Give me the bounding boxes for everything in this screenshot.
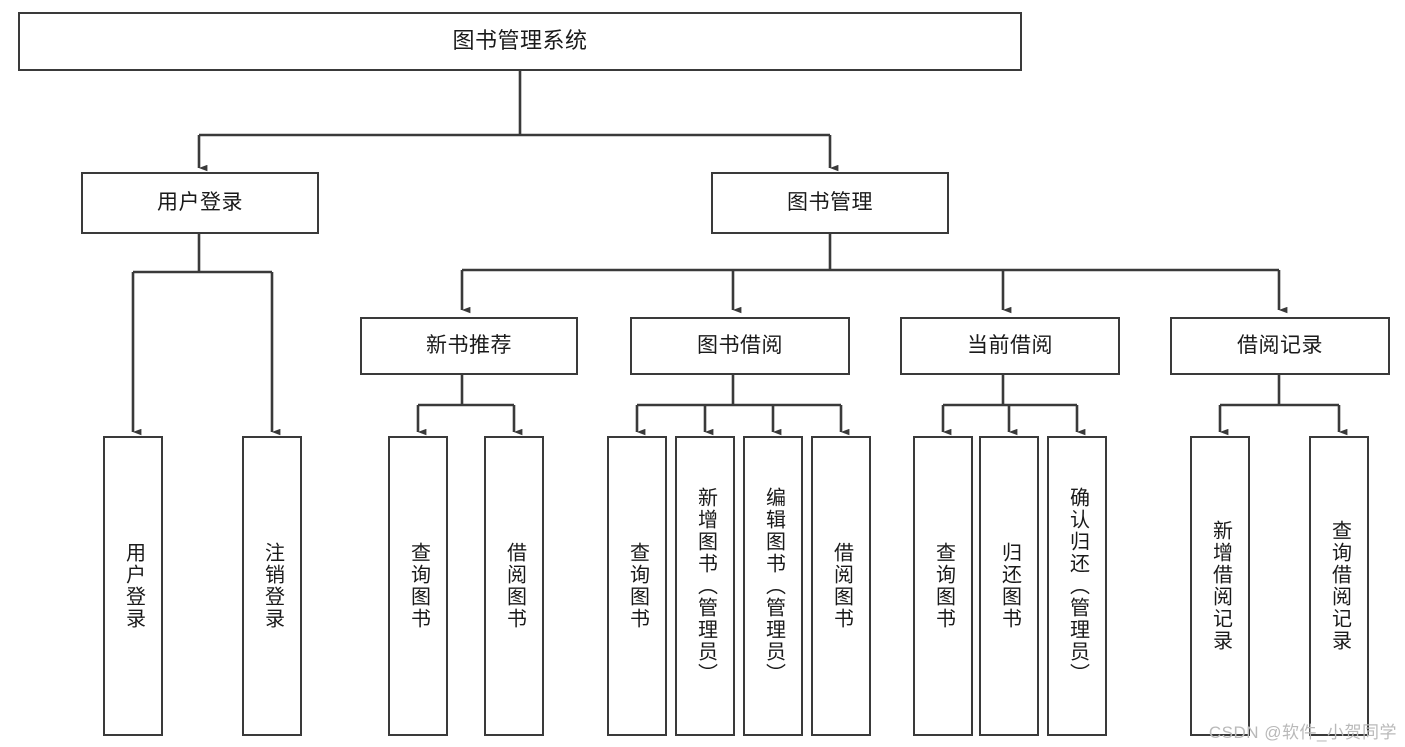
node-leaf-confirm-return[interactable]: 确认归还（管理员） xyxy=(1047,436,1107,736)
node-book-borrow-label: 图书借阅 xyxy=(697,334,783,358)
node-borrow-record[interactable]: 借阅记录 xyxy=(1170,317,1390,375)
node-leaf-return-book[interactable]: 归还图书 xyxy=(979,436,1039,736)
node-leaf-confirm-return-label: 确认归还（管理员） xyxy=(1066,487,1089,685)
node-leaf-query-record-label: 查询借阅记录 xyxy=(1328,520,1351,652)
node-leaf-user-login-label: 用户登录 xyxy=(122,542,145,630)
node-leaf-borrow-book-2[interactable]: 借阅图书 xyxy=(811,436,871,736)
node-new-book-rec[interactable]: 新书推荐 xyxy=(360,317,578,375)
node-leaf-borrow-book-1-label: 借阅图书 xyxy=(503,542,526,630)
node-leaf-query-book-1[interactable]: 查询图书 xyxy=(388,436,448,736)
node-leaf-query-record[interactable]: 查询借阅记录 xyxy=(1309,436,1369,736)
node-book-manage-label: 图书管理 xyxy=(787,191,873,215)
node-user-login-label: 用户登录 xyxy=(157,191,243,215)
node-leaf-borrow-book-2-label: 借阅图书 xyxy=(830,542,853,630)
node-leaf-user-login[interactable]: 用户登录 xyxy=(103,436,163,736)
node-book-borrow[interactable]: 图书借阅 xyxy=(630,317,850,375)
node-leaf-add-record-label: 新增借阅记录 xyxy=(1209,520,1232,652)
node-leaf-query-book-3[interactable]: 查询图书 xyxy=(913,436,973,736)
node-root-label: 图书管理系统 xyxy=(452,28,588,54)
node-leaf-query-book-1-label: 查询图书 xyxy=(407,542,430,630)
node-leaf-return-book-label: 归还图书 xyxy=(998,542,1021,630)
node-leaf-query-book-3-label: 查询图书 xyxy=(932,542,955,630)
node-leaf-query-book-2[interactable]: 查询图书 xyxy=(607,436,667,736)
node-leaf-edit-book[interactable]: 编辑图书（管理员） xyxy=(743,436,803,736)
node-leaf-add-book[interactable]: 新增图书（管理员） xyxy=(675,436,735,736)
node-leaf-user-logout[interactable]: 注销登录 xyxy=(242,436,302,736)
node-leaf-query-book-2-label: 查询图书 xyxy=(626,542,649,630)
node-root-book-management-system[interactable]: 图书管理系统 xyxy=(18,12,1022,71)
node-new-book-rec-label: 新书推荐 xyxy=(426,334,512,358)
node-borrow-record-label: 借阅记录 xyxy=(1237,334,1323,358)
node-current-borrow[interactable]: 当前借阅 xyxy=(900,317,1120,375)
node-leaf-borrow-book-1[interactable]: 借阅图书 xyxy=(484,436,544,736)
node-leaf-edit-book-label: 编辑图书（管理员） xyxy=(762,487,785,685)
node-book-manage[interactable]: 图书管理 xyxy=(711,172,949,234)
csdn-watermark: CSDN @软件_小贺同学 xyxy=(1208,723,1397,742)
node-leaf-user-logout-label: 注销登录 xyxy=(261,542,284,630)
node-user-login[interactable]: 用户登录 xyxy=(81,172,319,234)
node-leaf-add-record[interactable]: 新增借阅记录 xyxy=(1190,436,1250,736)
node-current-borrow-label: 当前借阅 xyxy=(967,334,1053,358)
node-leaf-add-book-label: 新增图书（管理员） xyxy=(694,487,717,685)
